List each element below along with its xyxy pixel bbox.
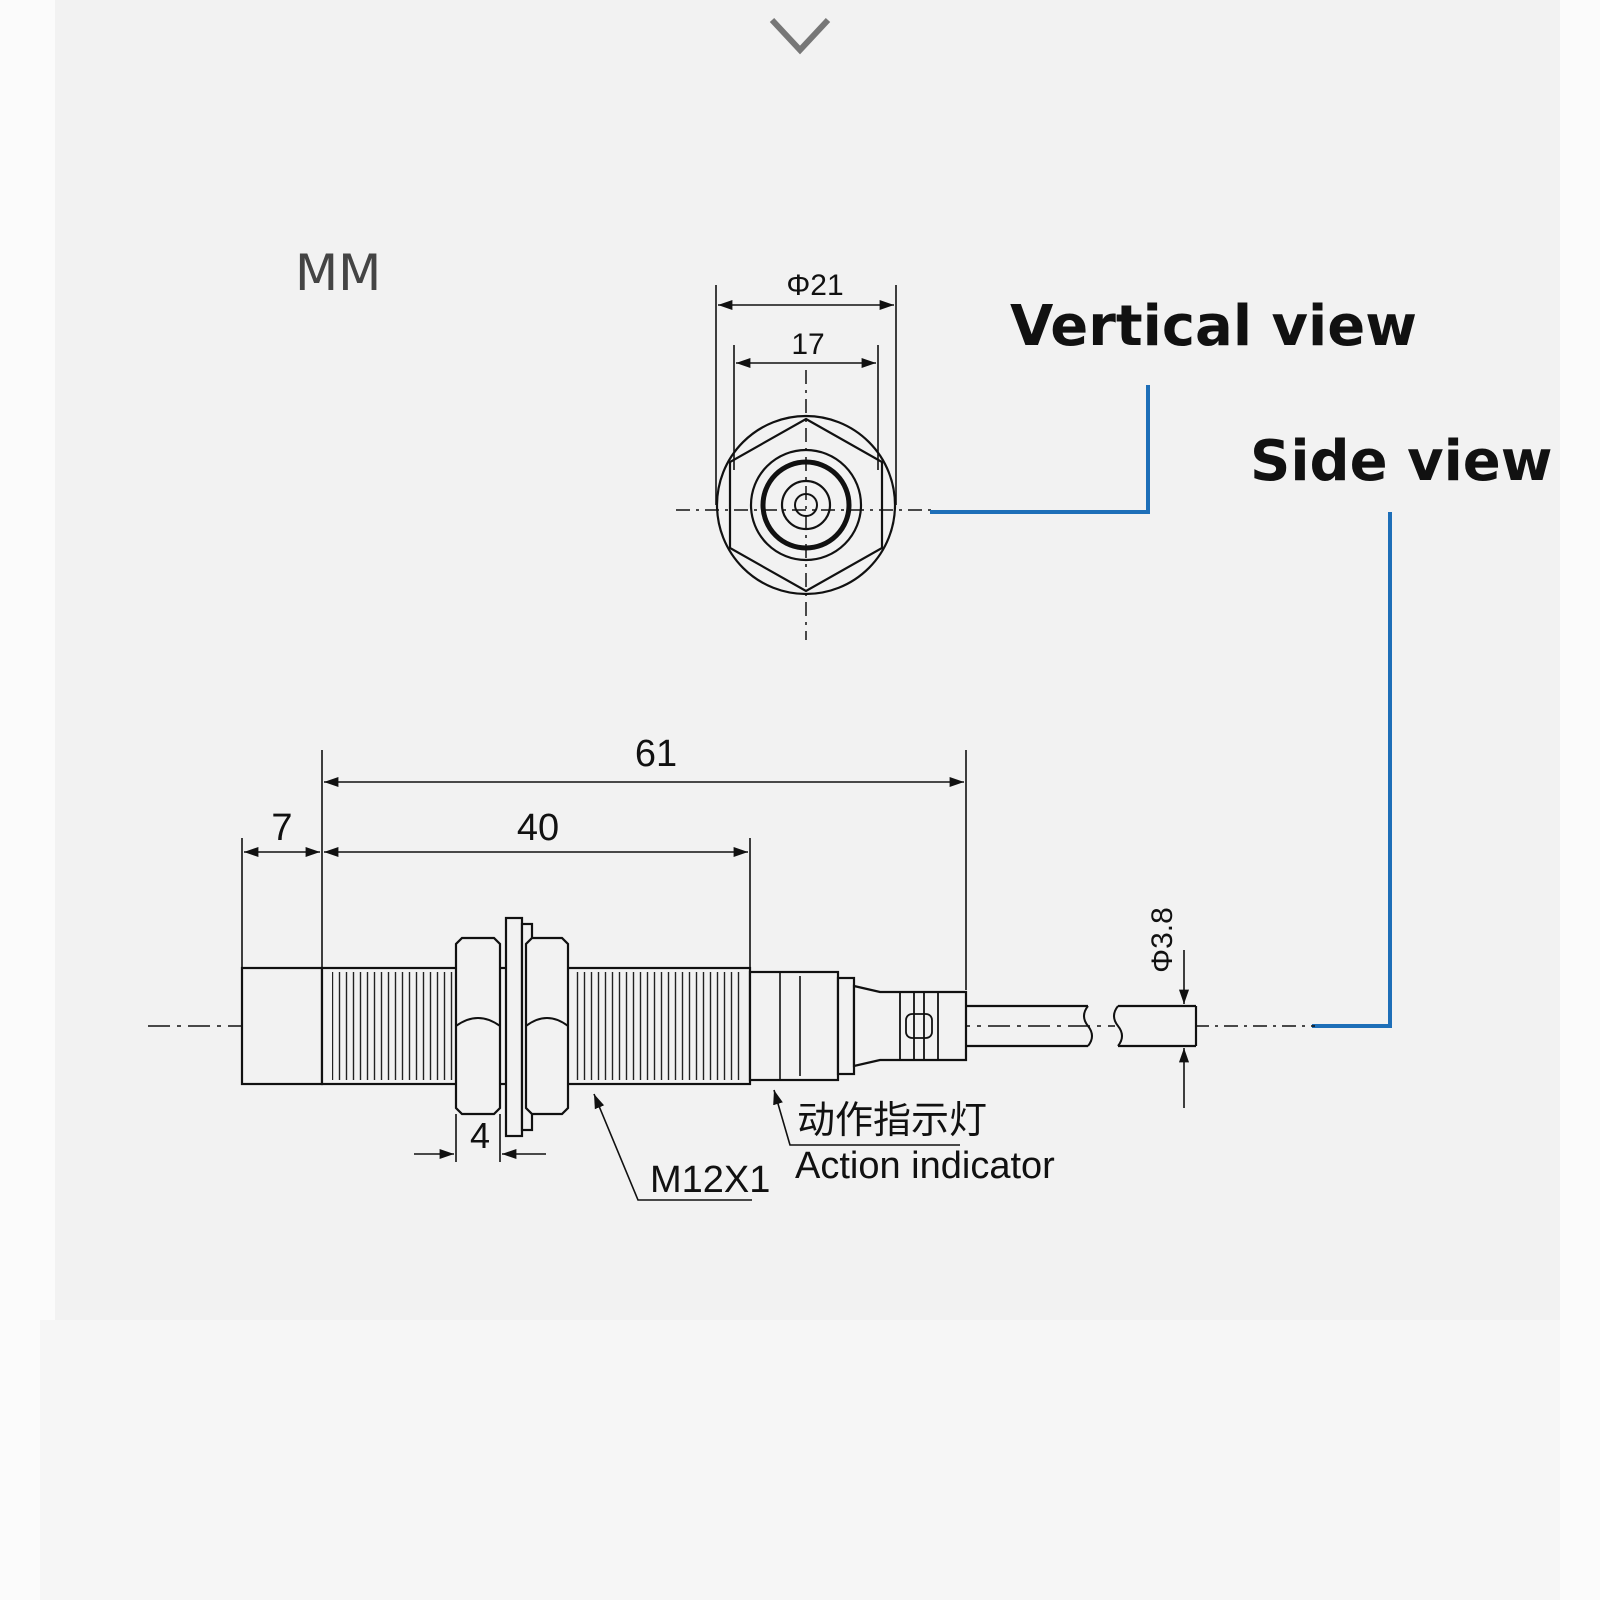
dim-head-length: 7 [271, 807, 292, 849]
gland-window [905, 1013, 933, 1039]
side-view-label: Side view [1250, 429, 1553, 494]
thread-leader [593, 1093, 752, 1201]
drawing-panel [55, 0, 1560, 1320]
side-view-leader [1312, 512, 1392, 1028]
dim-hex-flat: 17 [791, 328, 824, 361]
indicator-ring [836, 976, 856, 1076]
sensing-head [240, 966, 324, 1086]
indicator-label-en: Action indicator [795, 1145, 1055, 1187]
cable-gland [852, 984, 968, 1068]
indicator-leader [773, 1089, 960, 1146]
washer-left [504, 916, 524, 1138]
nut-right-chamfer [525, 1017, 569, 1027]
cable-break-right [1113, 1005, 1123, 1047]
bottom-band [40, 1320, 1560, 1600]
vertical-view-leader [930, 385, 1150, 514]
dim-thread-length: 40 [517, 807, 559, 849]
thread-spec-label: M12X1 [650, 1159, 770, 1201]
side-view: Φ3.8 61 40 7 4 M12X1 动作指示灯 Action indica… [148, 733, 1315, 1201]
thread-hatch-right [574, 972, 744, 1080]
gland-slot [923, 991, 939, 1061]
dim-total-length: 61 [635, 733, 677, 775]
nut-left-chamfer [455, 1017, 501, 1027]
indicator-label-cn: 动作指示灯 [797, 1100, 987, 1142]
nut-right [524, 936, 570, 1116]
cable-break-left [1083, 1005, 1093, 1047]
dim-cable-diameter: Φ3.8 [1146, 907, 1179, 973]
dim-outer-diameter: Φ21 [786, 269, 843, 302]
units-label: MM [295, 244, 381, 302]
thread-hatch-left [332, 972, 454, 1080]
chevron-down-icon[interactable] [769, 17, 831, 55]
vertical-view: Φ21 17 [676, 269, 935, 640]
dim-nut-thickness: 4 [470, 1115, 490, 1156]
rear-housing [748, 970, 840, 1082]
gland-slot [899, 991, 915, 1061]
hex-nut-outline [728, 417, 884, 593]
vertical-view-label: Vertical view [1010, 294, 1417, 359]
nut-left [454, 936, 502, 1116]
